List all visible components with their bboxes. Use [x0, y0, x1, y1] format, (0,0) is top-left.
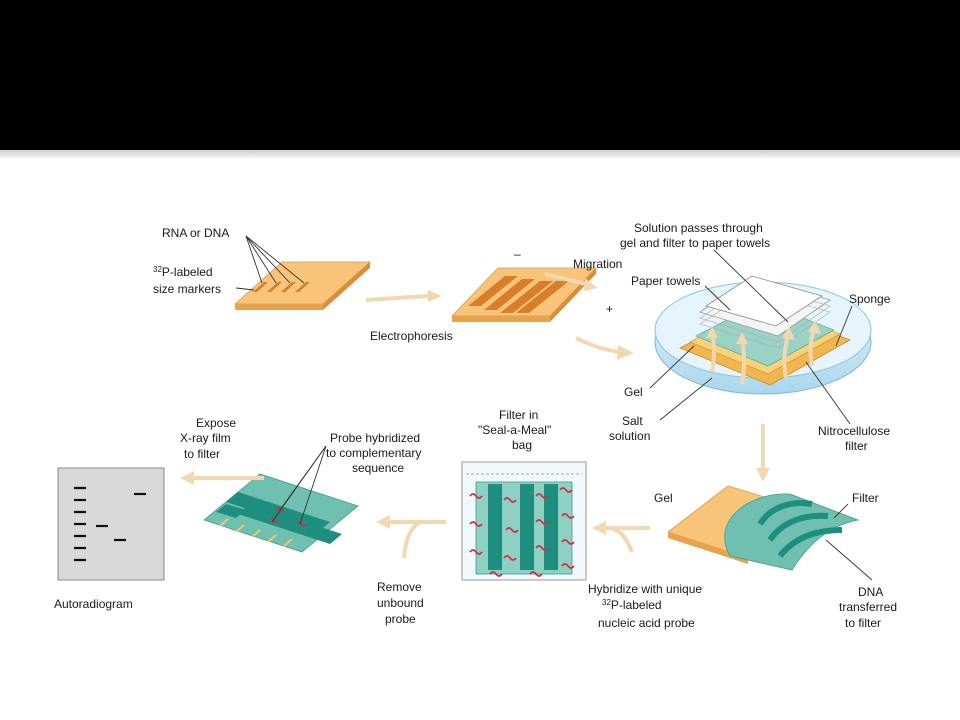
label-plus: +: [606, 302, 613, 316]
label-nitrocellulose-2: filter: [845, 439, 868, 453]
label-rna-dna: RNA or DNA: [162, 226, 229, 240]
label-hybridize-3: nucleic acid probe: [598, 616, 695, 630]
filter-band: [767, 512, 829, 542]
label-size-markers-2: size markers: [153, 282, 221, 296]
label-nitrocellulose-1: Nitrocellulose: [818, 424, 890, 438]
gel-band: [468, 276, 518, 306]
title-bar: [0, 0, 960, 150]
label-minus: –: [514, 247, 521, 261]
peel-step: [667, 485, 860, 571]
label-filter-transfer: Filter: [852, 491, 879, 505]
gel-well: [281, 282, 296, 292]
pointer-lines-wells: [235, 235, 305, 291]
label-gel-transfer: Gel: [654, 491, 673, 505]
label-remove-2: unbound: [377, 596, 424, 610]
label-expose-3: to filter: [184, 447, 220, 461]
title-divider: [0, 150, 960, 158]
arrow-down-to-peel: [756, 424, 770, 482]
hybridized-band: [238, 504, 342, 544]
label-dna-1: DNA: [858, 585, 883, 599]
label-solution-2: gel and filter to paper towels: [620, 236, 770, 250]
marker-ticks: [219, 518, 293, 547]
gel-well: [295, 282, 310, 292]
gel-well: [267, 282, 282, 292]
label-filter-in-3: bag: [512, 438, 532, 452]
pointer-lines-probe: [271, 445, 327, 525]
label-hybridize-2: 32P-labeled: [602, 598, 662, 612]
label-solution-1: Solution passes through: [634, 221, 763, 235]
pointer-lines-peel: [825, 503, 873, 581]
electrophoresis-gel: [451, 267, 597, 322]
arrow-electrophoresis: [365, 290, 442, 302]
transfer-dish: [654, 275, 872, 395]
label-remove-1: Remove: [377, 580, 422, 594]
label-probe-1: Probe hybridized: [330, 431, 420, 445]
gel-band: [484, 279, 535, 310]
label-electrophoresis: Electrophoresis: [370, 329, 453, 343]
gel-band: [500, 281, 553, 313]
seal-a-meal-bag: [461, 461, 587, 581]
arrow-remove-unbound: [376, 515, 446, 559]
autoradiogram-film: [57, 467, 165, 581]
label-dna-3: to filter: [845, 616, 881, 630]
label-sponge: Sponge: [849, 292, 891, 306]
label-filter-in-2: "Seal-a-Meal": [478, 423, 551, 437]
gel-band: [516, 281, 569, 313]
arrow-expose: [180, 471, 264, 485]
bag-filter-band: [520, 484, 534, 570]
label-probe-3: sequence: [352, 461, 404, 475]
loading-gel: [233, 261, 372, 310]
pointer-lines-dish: [649, 249, 853, 425]
filter-band: [777, 527, 843, 558]
label-autoradiogram: Autoradiogram: [54, 597, 133, 611]
label-size-markers-1: 32P-labeled: [153, 265, 213, 279]
label-migration: Migration: [573, 257, 622, 271]
label-expose-2: X-ray film: [180, 431, 231, 445]
label-filter-in-1: Filter in: [499, 408, 538, 422]
hybridized-filter: [203, 473, 359, 553]
label-probe-2: to complementary: [326, 446, 421, 460]
bag-filter-band: [488, 484, 502, 570]
label-gel-dish: Gel: [624, 385, 643, 399]
gel-well: [253, 282, 268, 292]
label-dna-2: transferred: [839, 600, 897, 614]
autoradiogram-bands: [74, 486, 146, 562]
arrow-migration: [544, 272, 598, 291]
label-paper-towels: Paper towels: [631, 274, 700, 288]
label-remove-3: probe: [385, 612, 416, 626]
arrow-to-transfer: [575, 336, 634, 360]
filter-band: [757, 500, 813, 526]
label-hybridize-1: Hybridize with unique: [588, 582, 702, 596]
label-salt-1: Salt: [622, 414, 643, 428]
arrow-hybridize: [592, 521, 650, 553]
label-salt-2: solution: [609, 429, 650, 443]
radioactive-probes: [469, 487, 575, 577]
label-expose-1: Expose: [196, 416, 236, 430]
